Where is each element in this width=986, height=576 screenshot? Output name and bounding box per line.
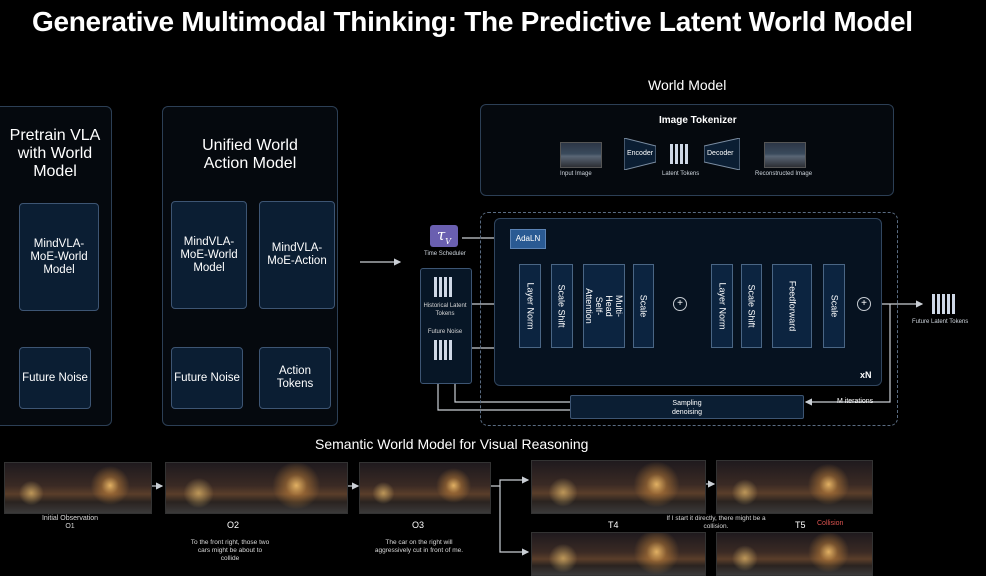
- alternative-t5-image: [716, 532, 873, 576]
- residual-add-1: +: [673, 297, 687, 311]
- tau-symbol: τ: [436, 226, 446, 244]
- prediction-t5-image: [716, 460, 873, 514]
- o2-caption: To the front right, those two cars might…: [190, 539, 270, 562]
- observation-o1-image: [4, 462, 152, 514]
- adaln-box: AdaLN: [510, 229, 546, 249]
- semantic-title: Semantic World Model for Visual Reasonin…: [315, 436, 589, 452]
- residual-add-2: +: [857, 297, 871, 311]
- iterations-label: M iterations: [837, 398, 874, 405]
- observation-o3-image: [359, 462, 491, 514]
- encoder-shape: [624, 138, 656, 170]
- sampling-box: Sampling denoising: [570, 395, 804, 419]
- scale-shift-1: Scale Shift: [551, 264, 573, 348]
- future-noise-label: Future Noise: [427, 329, 463, 335]
- unified-noise-box: Future Noise: [171, 347, 243, 409]
- time-scheduler-label: Time Scheduler: [424, 251, 466, 257]
- transformer-outer-panel: [480, 212, 898, 426]
- feedforward: Feedforward: [772, 264, 812, 348]
- observation-o2-image: [165, 462, 348, 514]
- input-image-label: Input Image: [560, 171, 592, 177]
- time-scheduler-icon: τV: [430, 225, 458, 247]
- pretrain-noise-box: Future Noise: [19, 347, 91, 409]
- unified-title: Unified World Action Model: [202, 137, 298, 172]
- t4-label: T4: [608, 520, 619, 530]
- scale-shift-2: Scale Shift: [741, 264, 762, 348]
- unified-world-box: MindVLA-MoE-World Model: [171, 201, 247, 309]
- alternative-t4-image: [531, 532, 706, 576]
- tau-subscript: V: [445, 237, 452, 246]
- denoising-label: denoising: [672, 409, 702, 416]
- scale-2: Scale: [823, 264, 845, 348]
- pretrain-model-box: MindVLA-MoE-World Model: [19, 203, 99, 311]
- future-noise-icon: [434, 340, 452, 360]
- unified-panel: Unified World Action Model MindVLA-MoE-W…: [162, 106, 338, 426]
- reconstructed-image: [764, 142, 806, 168]
- latent-tokens-label: Latent Tokens: [662, 171, 700, 177]
- sampling-label: Sampling: [672, 400, 702, 407]
- multi-head-attention: Multi-Head Self-Attention: [583, 264, 625, 348]
- world-model-label: World Model: [648, 77, 727, 93]
- o3-label: O3: [412, 520, 425, 530]
- historical-tokens-label: Historical Latent Tokens: [423, 303, 467, 317]
- latent-tokens-icon: [670, 144, 688, 164]
- future-latent-icon: [932, 294, 955, 314]
- t5-label: T5: [795, 520, 806, 530]
- scale-1: Scale: [633, 264, 654, 348]
- reconstructed-image-label: Reconstructed Image: [755, 171, 813, 177]
- decoder-shape: [704, 138, 740, 170]
- decoder-label: Decoder: [707, 150, 734, 157]
- input-image: [560, 142, 602, 168]
- pretrain-title: Pretrain VLA with World Model: [9, 127, 101, 180]
- layer-norm-2: Layer Norm: [711, 264, 733, 348]
- t4-caption: If I start it directly, there might be a…: [666, 515, 766, 530]
- future-latent-label: Future Latent Tokens: [912, 319, 969, 325]
- encoder-label: Encoder: [627, 150, 654, 157]
- o2-label: O2: [227, 520, 240, 530]
- collision-label: Collision: [817, 520, 844, 527]
- historical-tokens-icon: [434, 277, 452, 297]
- unified-action-box: MindVLA-MoE-Action: [259, 201, 335, 309]
- xn-label: xN: [860, 370, 872, 380]
- layer-norm-1: Layer Norm: [519, 264, 541, 348]
- pretrain-panel: Pretrain VLA with World Model MindVLA-Mo…: [0, 106, 112, 426]
- o3-caption: The car on the right will aggressively c…: [374, 539, 464, 554]
- prediction-t4-image: [531, 460, 706, 514]
- tokenizer-title: Image Tokenizer: [659, 115, 737, 126]
- page-title: Generative Multimodal Thinking: The Pred…: [32, 6, 913, 37]
- unified-tokens-box: Action Tokens: [259, 347, 331, 409]
